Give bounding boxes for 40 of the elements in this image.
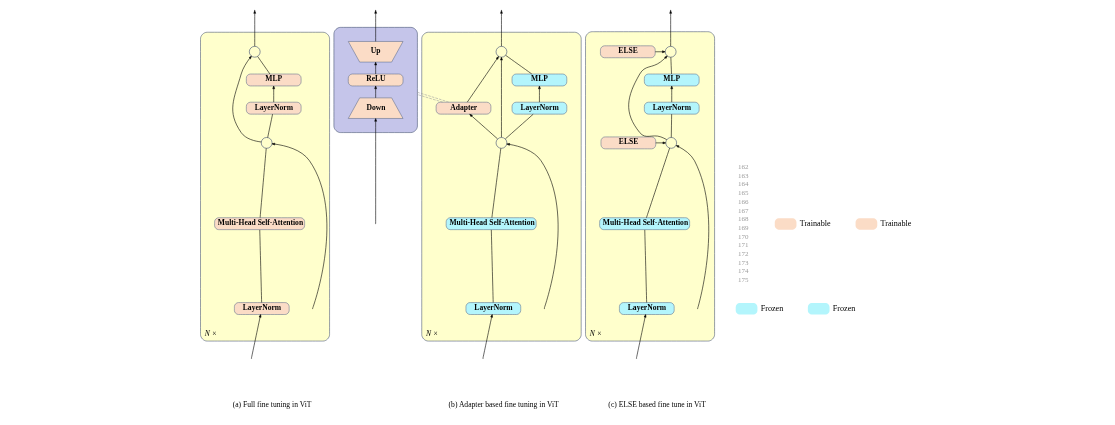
node-box: LayerNorm (511, 101, 567, 115)
node-circle (260, 137, 272, 149)
legend-label: Trainable (799, 218, 831, 228)
arrow (506, 143, 558, 309)
arrow (482, 314, 493, 359)
node-box: LayerNorm (618, 302, 674, 315)
arrow (655, 141, 666, 145)
arrow (627, 55, 667, 140)
arrow (373, 85, 377, 99)
arrow (675, 145, 709, 309)
connector (416, 94, 443, 103)
cluster (333, 27, 418, 133)
label: (c) ELSE based fine tune in ViT (607, 400, 706, 410)
arrow (271, 85, 275, 103)
node-box: Multi-Head Self-Attention (445, 217, 536, 230)
arrow (271, 142, 327, 309)
node-box: LayerNorm (233, 302, 289, 315)
arrow (499, 57, 503, 138)
node-box: LayerNorm (643, 101, 699, 115)
arrow (670, 85, 673, 103)
arrow (466, 56, 499, 103)
node-box: LayerNorm (245, 101, 301, 115)
node-box: Multi-Head Self-Attention (598, 217, 690, 230)
arrow (373, 62, 377, 75)
label: (b) Adapter based fine tuning in ViT (448, 400, 559, 410)
connector (416, 92, 449, 103)
arrow (253, 10, 256, 47)
label: (a) Full fine tuning in ViT (232, 400, 311, 410)
arrow (468, 113, 498, 140)
arrow (231, 55, 262, 143)
legend-label: Trainable (880, 218, 911, 228)
node-box: ELSE (600, 136, 656, 150)
node-box: ELSE (599, 45, 655, 58)
arrow (537, 85, 541, 103)
node-box: LayerNorm (465, 302, 521, 315)
node-circle (495, 137, 507, 149)
arrow (654, 50, 665, 54)
node-box: Multi-Head Self-Attention (213, 217, 305, 230)
legend-label: Frozen (832, 303, 855, 313)
legend-label: Frozen (760, 303, 783, 313)
